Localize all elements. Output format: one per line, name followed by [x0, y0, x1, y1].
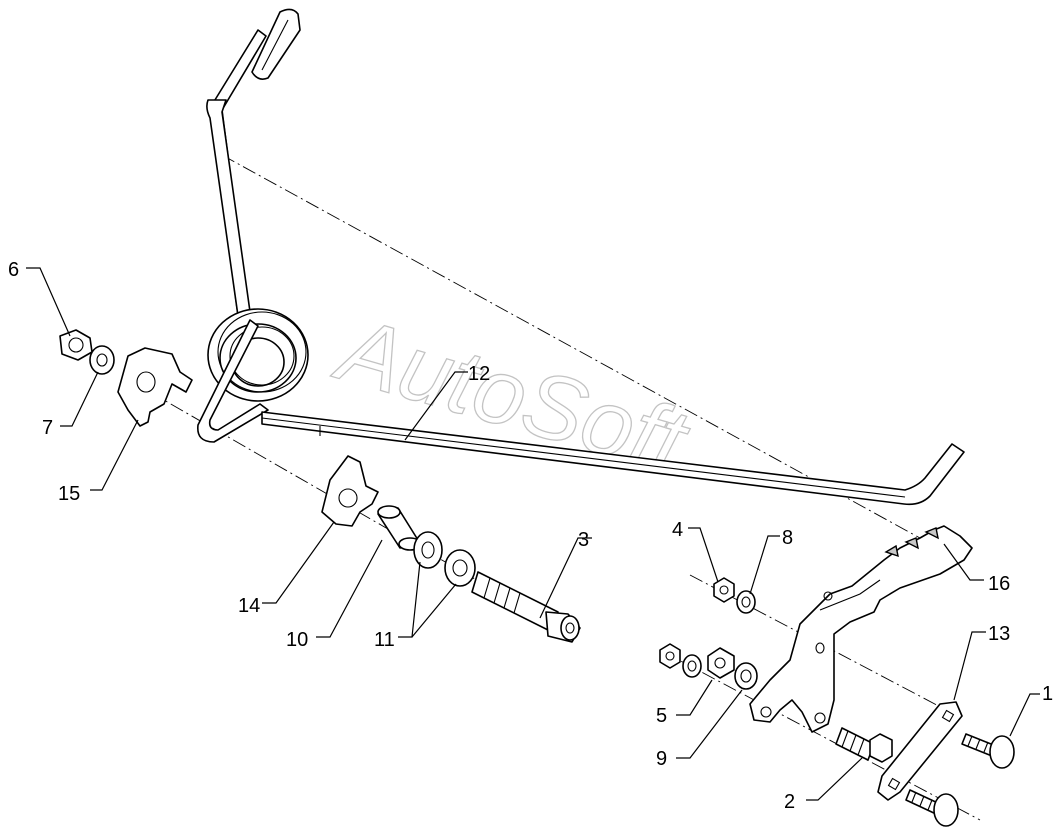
callout-15: 15	[58, 483, 80, 505]
part-11-washers	[413, 531, 476, 587]
part-1-carriage-bolt-upper	[961, 733, 1015, 769]
callout-7: 7	[42, 417, 53, 439]
callout-8: 8	[782, 527, 793, 549]
callout-14: 14	[238, 595, 260, 617]
part-7-washer	[89, 345, 115, 375]
callout-5: 5	[656, 705, 667, 727]
part-5-nut-washer	[659, 643, 702, 678]
callout-9: 9	[656, 748, 667, 770]
part-1-carriage-bolt-lower	[905, 789, 959, 827]
part-13-link-plate	[877, 701, 963, 801]
callout-2: 2	[784, 791, 795, 813]
callout-10: 10	[286, 629, 308, 651]
callout-12: 12	[468, 363, 490, 385]
part-3-bolt	[471, 571, 581, 643]
part-4-nut	[713, 577, 735, 603]
part-8-washer	[736, 590, 756, 614]
part-16-bracket	[749, 525, 973, 733]
callout-11: 11	[374, 629, 395, 651]
callout-6: 6	[8, 259, 19, 281]
callout-3: 3	[578, 529, 589, 551]
callout-4: 4	[672, 519, 683, 541]
part-15-plate	[117, 347, 193, 427]
callout-1: 1	[1042, 683, 1053, 705]
part-14-plate	[321, 455, 379, 527]
part-12-lever-rod	[197, 8, 965, 506]
callout-13: 13	[988, 623, 1010, 645]
part-2-bolt	[835, 727, 893, 763]
leader-lines	[26, 267, 1040, 801]
callout-16: 16	[988, 573, 1010, 595]
part-6-nut	[59, 329, 93, 361]
part-9-nut-washer	[707, 647, 758, 690]
callout-labels: 1 2 3 4 5 6 7 8 9 10 11 12 13 14 15 16	[8, 259, 1053, 813]
